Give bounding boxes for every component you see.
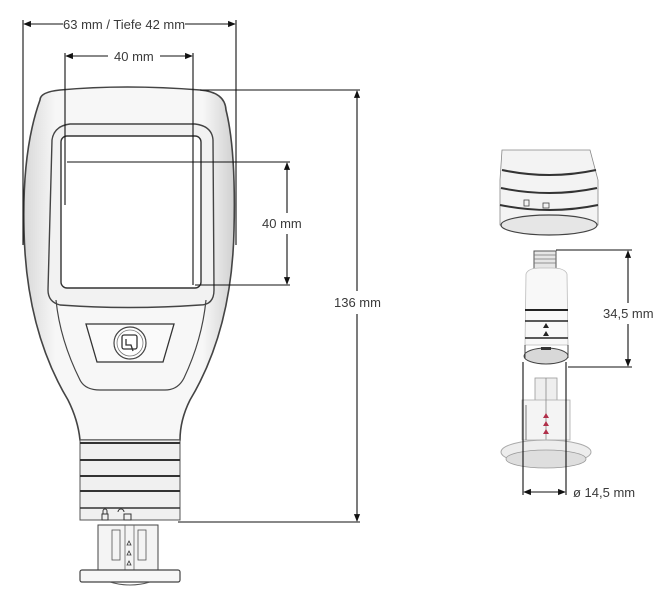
display-width-label: 40 mm [108, 49, 160, 64]
width-depth-label: 63 mm / Tiefe 42 mm [63, 17, 186, 32]
total-height-label: 136 mm [334, 291, 381, 314]
probe-cap [499, 149, 599, 236]
lock-icon [101, 508, 109, 521]
probe-tip [500, 377, 592, 469]
display-height-label: 40 mm [262, 213, 302, 234]
probe-body [523, 250, 569, 365]
unlock-icon [117, 508, 132, 521]
probe-diameter-label: ø 14,5 mm [573, 485, 636, 500]
probe-length-label: 34,5 mm [603, 303, 654, 324]
q-logo-icon [121, 334, 138, 352]
main-device [23, 86, 236, 586]
